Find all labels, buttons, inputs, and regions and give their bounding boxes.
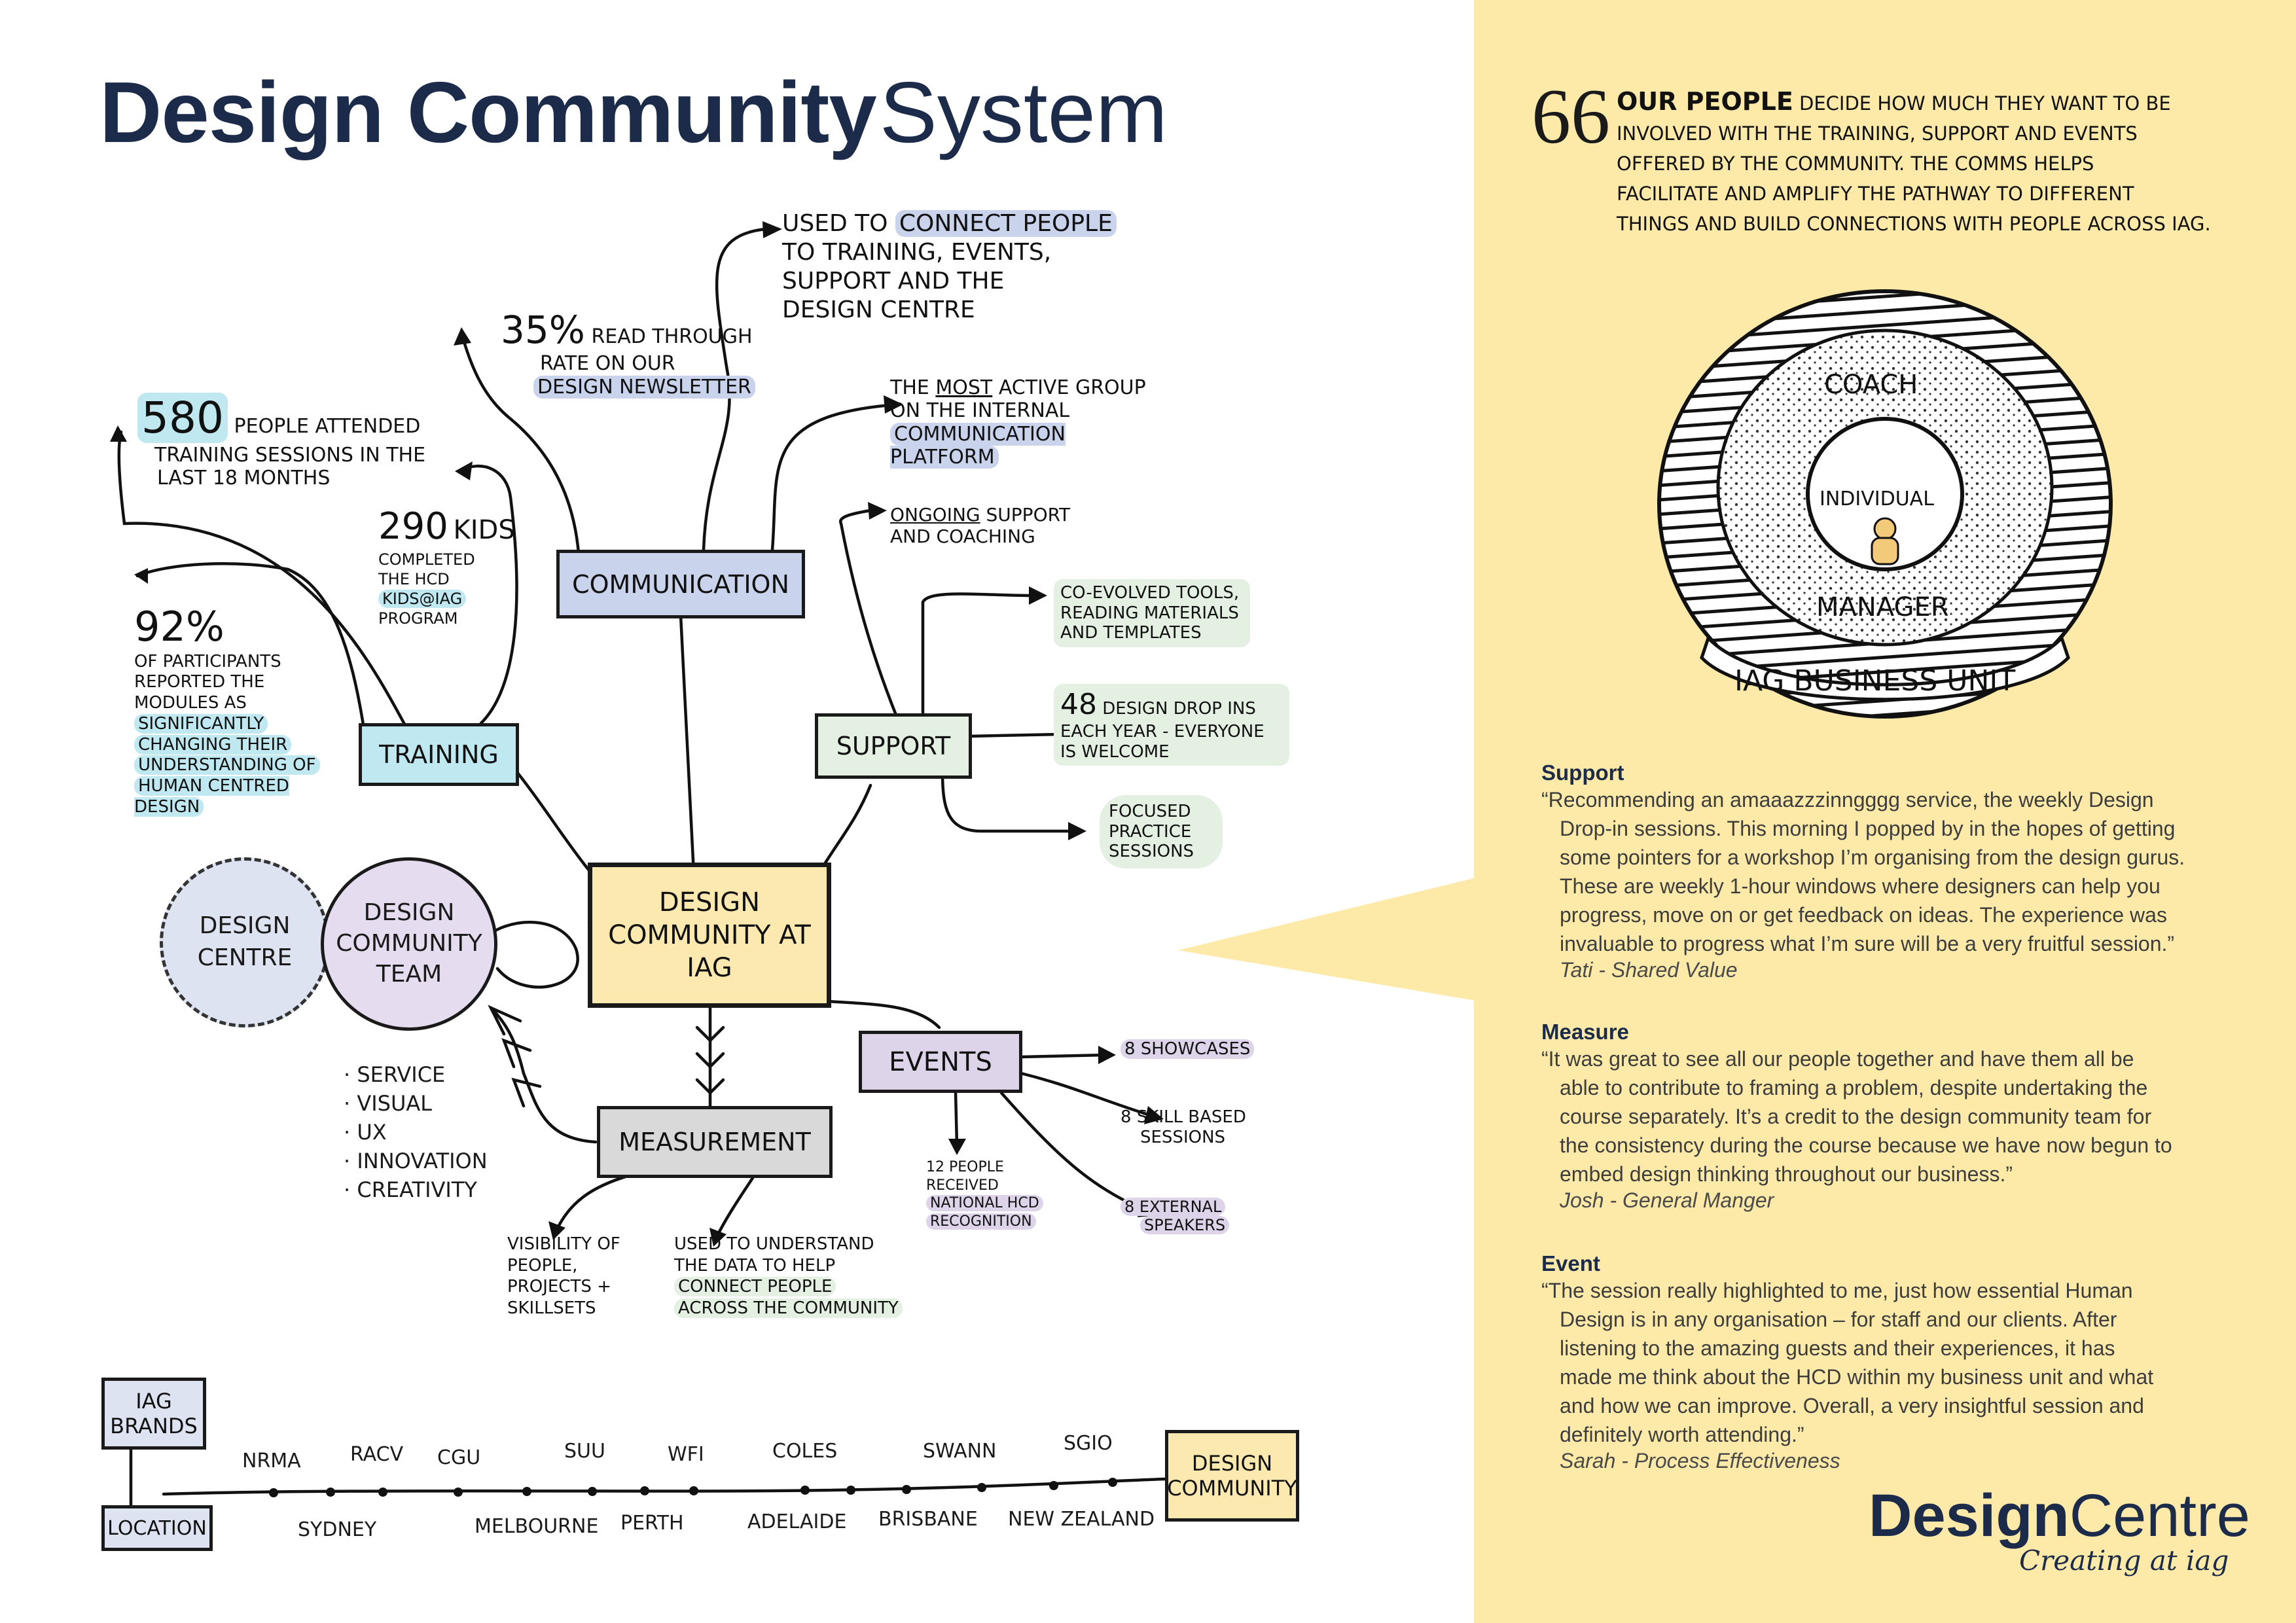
active-group-note: The most active group on the internal co… (890, 376, 1146, 469)
quote-line: Drop-in sessions. This morning I popped … (1560, 817, 2176, 840)
logo-tagline: Creating at iag (2019, 1544, 2229, 1577)
quote-heading: Event (1541, 1251, 1600, 1275)
quote-line: invaluable to progress what I’m sure wil… (1560, 932, 2175, 955)
newsletter-stat: 35% Read through rate on our design news… (501, 308, 776, 399)
communication-label: Communication (572, 569, 789, 599)
brand-label: CGU (437, 1446, 481, 1469)
attended-stat: 580 people attended training sessions in… (137, 393, 439, 490)
quote-mark: 66 (1532, 73, 1610, 160)
quote-author: Sarah - Process Effectiveness (1560, 1449, 1840, 1472)
quote-line: embed design thinking throughout our bus… (1560, 1162, 2013, 1186)
connect-note: Used to connect people to training, even… (782, 209, 1149, 325)
support-label: Support (836, 732, 951, 760)
manager-label: Manager (1816, 592, 1949, 622)
timeline-end-label: Design Community (1167, 1450, 1297, 1501)
design-centre-circle: Design Centre (160, 857, 330, 1027)
panel-intro: Our people decide how much they want to … (1617, 87, 2211, 235)
design-centre-label: Design Centre (197, 912, 293, 971)
timeline-end-box: Design Community (1165, 1430, 1299, 1522)
training-box: Training (359, 723, 519, 786)
quote-line: course separately. It’s a credit to the … (1560, 1105, 2152, 1128)
skill-item: · Creativity (344, 1177, 477, 1202)
location-box: Location (101, 1505, 213, 1551)
support-box: Support (815, 713, 972, 779)
speech-pointer (1178, 877, 1479, 1001)
business-unit-label: IAG Business Unit (1734, 664, 2016, 698)
skill-sessions-note: 8 skill basedsessions (1121, 1107, 1246, 1147)
skill-item: · UX (344, 1120, 387, 1145)
quote-heading: Measure (1541, 1020, 1629, 1044)
measurement-box: Measurement (597, 1106, 833, 1178)
location-label: Location (107, 1516, 207, 1540)
quote-line: made me think about the HCD within my bu… (1560, 1365, 2154, 1389)
rings-diagram (1657, 289, 2113, 719)
brand-label: SGIO (1064, 1432, 1113, 1455)
page-title: Design Community System (99, 64, 1168, 160)
brand-label: Swann (923, 1440, 997, 1463)
hub-label: Design Community at IAG (608, 887, 811, 983)
location-name: New Zealand (1008, 1508, 1155, 1531)
brand-label: Coles (772, 1440, 838, 1463)
communication-box: Communication (556, 550, 805, 618)
connector-lines (110, 221, 1167, 1507)
quote-block: Event “The session really highlighted to… (1541, 1251, 2248, 1473)
dropins-note: 48 design drop ins each year - everyone … (1054, 684, 1289, 766)
quote-line: able to contribute to framing a problem,… (1560, 1076, 2148, 1099)
location-name: Perth (620, 1512, 684, 1535)
kids-stat: 290 kids completed the HCD kids@IAG prog… (378, 505, 515, 628)
data-note: Used to understand the data to help conn… (674, 1234, 923, 1319)
quote-author: Josh - General Manger (1560, 1188, 1774, 1212)
skills-list: · Service · Visual · UX · Innovation · C… (344, 1060, 488, 1204)
design-centre-logo: DesignCentre (1869, 1482, 2250, 1549)
team-label: Design Community Team (336, 899, 482, 988)
brand-label: SUU (564, 1440, 605, 1463)
brand-label: WFI (668, 1443, 704, 1466)
brands-box: IAG Brands (101, 1378, 206, 1450)
brands-label: IAG Brands (110, 1388, 198, 1438)
quote-heading: Support (1541, 760, 1624, 785)
quote-author: Tati - Shared Value (1560, 958, 1738, 982)
quote-block: Measure “It was great to see all our peo… (1541, 1020, 2248, 1213)
ongoing-note: Ongoing support and coaching (890, 504, 1071, 548)
location-name: Brisbane (878, 1508, 978, 1531)
individual-circle (1806, 417, 1964, 571)
individual-label: Individual (1820, 488, 1934, 510)
events-label: Events (889, 1046, 992, 1077)
coach-label: Coach (1824, 370, 1918, 400)
showcases-note: 8 showcases (1121, 1039, 1255, 1060)
brand-label: NRMA (242, 1450, 301, 1472)
participants-stat: 92% of participants reported the modules… (134, 602, 357, 817)
events-box: Events (859, 1031, 1022, 1093)
quote-line: progress, move on or get feedback on ide… (1560, 903, 2167, 927)
quote-line: Design is in any organisation – for staf… (1560, 1308, 2117, 1331)
quote-line: listening to the amazing guests and thei… (1560, 1336, 2115, 1360)
measurement-label: Measurement (619, 1128, 811, 1156)
quote-line: definitely worth attending.” (1560, 1423, 1804, 1446)
location-name: Melbourne (475, 1515, 599, 1538)
quote-line: some pointers for a workshop I’m organis… (1560, 846, 2185, 869)
quote-line: “Recommending an amaaazzzinngggg service… (1541, 788, 2154, 812)
speakers-note: 8 externalspeakers (1121, 1198, 1291, 1235)
location-name: Adelaide (747, 1510, 847, 1533)
tools-note: Co-evolved tools, reading materials and … (1054, 579, 1250, 648)
quote-line: “It was great to see all our people toge… (1541, 1047, 2134, 1071)
quote-line: and how we can improve. Overall, a very … (1560, 1394, 2144, 1418)
quote-line: These are weekly 1-hour windows where de… (1560, 874, 2161, 898)
team-circle: Design Community Team (321, 857, 497, 1031)
hub-box: Design Community at IAG (588, 863, 831, 1008)
person-icon (1873, 517, 1897, 541)
recognition-note: 12 people received national HCD recognit… (926, 1158, 1057, 1230)
brand-label: RACV (350, 1443, 404, 1466)
quote-line: the consistency during the course becaus… (1560, 1133, 2172, 1157)
quote-panel (1474, 0, 2296, 1623)
quote-block: Support “Recommending an amaaazzzinngggg… (1541, 760, 2248, 982)
location-name: Sydney (298, 1518, 377, 1541)
focused-note: Focused practice sessions (1100, 795, 1223, 869)
skill-item: · Service (344, 1062, 446, 1087)
training-label: Training (379, 740, 499, 769)
skill-item: · Visual (344, 1091, 433, 1116)
visibility-note: Visibility of people, projects + skillse… (507, 1234, 620, 1318)
skill-item: · Innovation (344, 1149, 488, 1173)
quote-line: “The session really highlighted to me, j… (1541, 1279, 2133, 1302)
